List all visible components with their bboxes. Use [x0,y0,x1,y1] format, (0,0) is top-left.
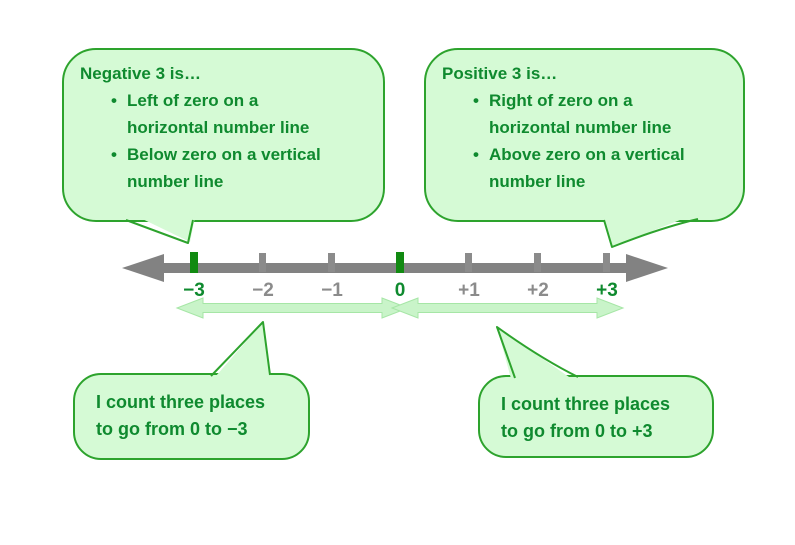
tick-label-minus-3: −3 [183,280,205,301]
tick-label-minus-2: −2 [252,280,274,301]
negative-bubble-title: Negative 3 is… [80,64,201,83]
tick-label-plus-3: +3 [596,280,618,301]
callout-negative-text: I count three places to go from 0 to −3 [96,392,266,439]
tick-minus-3 [190,252,198,273]
speech-bubble-negative-3: Negative 3 is… Left of zero on a horizon… [62,48,385,222]
tick-plus-3 [603,253,610,272]
positive-bubble-title: Positive 3 is… [442,64,558,83]
tick-plus-2 [534,253,541,272]
tick-minus-2 [259,253,266,272]
negative-bullet-horizontal: Left of zero on a horizontal number line [111,87,373,141]
tick-label-minus-1: −1 [321,280,343,301]
callout-count-to-plus-3: I count three places to go from 0 to +3 [478,375,714,458]
negative-bullet-vertical: Below zero on a vertical number line [111,141,373,195]
tick-label-plus-1: +1 [458,280,480,301]
positive-bullet-horizontal: Right of zero on a horizontal number lin… [473,87,733,141]
tick-zero [396,252,404,273]
tick-plus-1 [465,253,472,272]
negative-bubble-list: Left of zero on a horizontal number line… [80,87,373,195]
speech-bubble-positive-3: Positive 3 is… Right of zero on a horizo… [424,48,745,222]
tick-minus-1 [328,253,335,272]
tick-label-plus-2: +2 [527,280,549,301]
callout-positive-text: I count three places to go from 0 to +3 [501,394,671,441]
tick-label-zero: 0 [394,280,406,301]
number-line-left-arrowhead-icon [122,254,164,282]
number-line-right-arrowhead-icon [626,254,668,282]
callout-count-to-minus-3: I count three places to go from 0 to −3 [73,373,310,460]
positive-bullet-vertical: Above zero on a vertical number line [473,141,733,195]
positive-bubble-list: Right of zero on a horizontal number lin… [442,87,733,195]
